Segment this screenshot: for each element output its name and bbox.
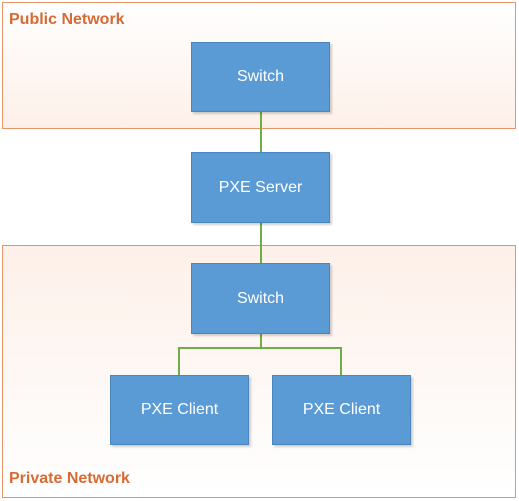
public-switch-label: Switch bbox=[236, 68, 285, 85]
pxe-client-2-label: PXE Client bbox=[302, 401, 381, 418]
pxe-client-1-label: PXE Client bbox=[140, 401, 219, 418]
pxe-client-1-node[interactable]: PXE Client bbox=[110, 375, 249, 445]
public-switch-node[interactable]: Switch bbox=[191, 42, 330, 112]
pxe-server-node[interactable]: PXE Server bbox=[191, 152, 330, 223]
pxe-client-2-node[interactable]: PXE Client bbox=[272, 375, 411, 445]
pxe-server-label: PXE Server bbox=[218, 178, 303, 196]
private-switch-node[interactable]: Switch bbox=[191, 263, 330, 334]
private-switch-label: Switch bbox=[236, 289, 285, 307]
public-network-label: Public Network bbox=[9, 11, 125, 28]
private-network-label: Private Network bbox=[9, 470, 130, 487]
